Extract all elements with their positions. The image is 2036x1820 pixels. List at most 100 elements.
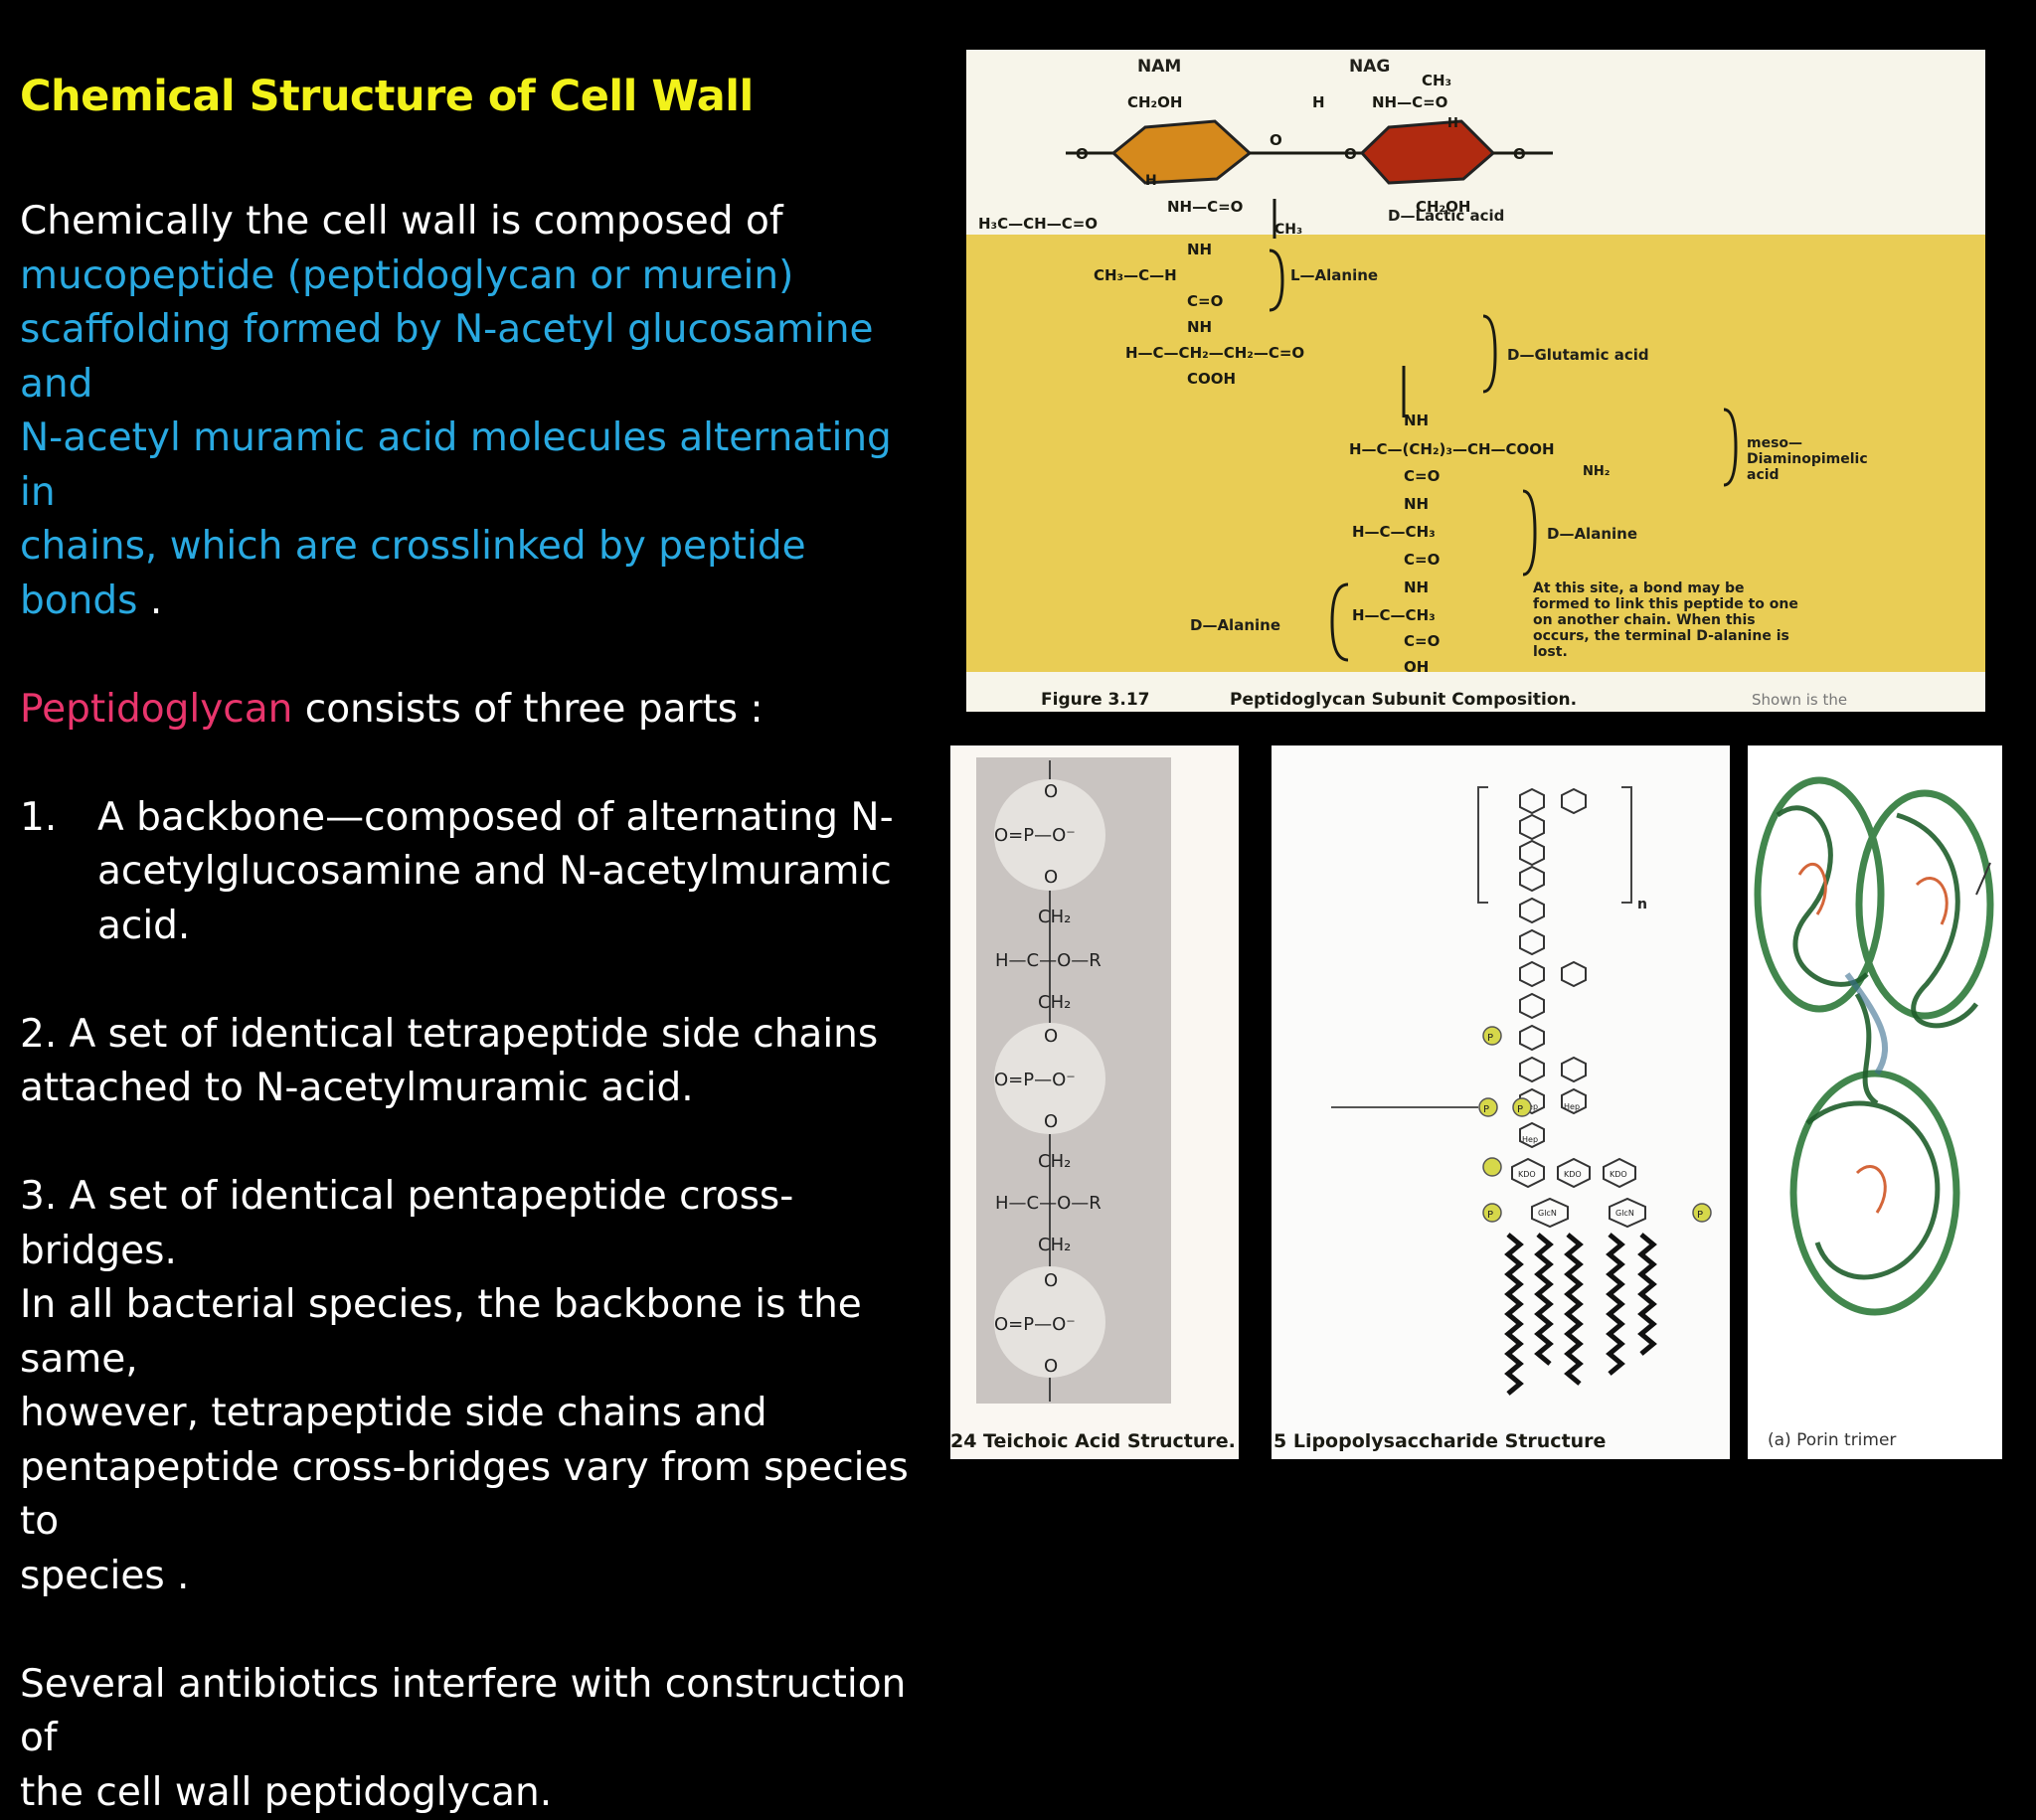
- note-line-5: lost.: [1533, 644, 1568, 660]
- list-item-1-number: 1.: [20, 791, 97, 954]
- teichoic-o-2: O: [1044, 867, 1058, 888]
- note-line-2: formed to link this peptide to one: [1533, 596, 1798, 612]
- teichoic-o-6: O: [1044, 1356, 1058, 1377]
- backbone-o-left: O: [1076, 145, 1089, 163]
- d-alanine-left-label: D—Alanine: [1190, 616, 1280, 634]
- note-line-1: At this site, a bond may be: [1533, 580, 1745, 596]
- glcn-1: GlcN: [1538, 1209, 1557, 1218]
- phosphate-1: O=P—O⁻: [994, 825, 1076, 846]
- nam-ch2oh: CH₂OH: [1127, 93, 1182, 111]
- co-2: C=O: [1404, 467, 1440, 485]
- co-1: C=O: [1187, 292, 1223, 310]
- para2-rest: consists of three parts :: [292, 687, 763, 732]
- item1-line-3: acid.: [97, 900, 894, 954]
- item2-line-2: attached to N-acetylmuramic acid.: [20, 1062, 934, 1116]
- list-item-1: 1. A backbone—composed of alternating N-…: [20, 791, 934, 954]
- dap-nh2: NH₂: [1583, 464, 1610, 479]
- teichoic-o-1: O: [1044, 781, 1058, 802]
- lps-caption: 5 Lipopolysaccharide Structure: [1273, 1430, 1606, 1452]
- d-glutamic-label: D—Glutamic acid: [1507, 346, 1649, 364]
- nag-ch3: CH₃: [1422, 72, 1451, 89]
- slide-body: Chemically the cell wall is composed of …: [20, 195, 934, 1820]
- teichoic-hcor-2: H—C—O—R: [995, 1193, 1102, 1214]
- item3-line-5: species .: [20, 1550, 934, 1604]
- dala-row-1: H—C—CH₃: [1352, 523, 1436, 541]
- teichoic-o-5: O: [1044, 1270, 1058, 1291]
- lps-phosphate-2: P: [1483, 1104, 1489, 1115]
- teichoic-o-4: O: [1044, 1111, 1058, 1132]
- l-alanine-label: L—Alanine: [1290, 266, 1378, 284]
- note-line-4: occurs, the terminal D-alanine is: [1533, 628, 1789, 644]
- lps-phosphate-4: P: [1487, 1210, 1493, 1221]
- dap-acid-label: acid: [1747, 467, 1780, 483]
- item3-line-4: pentapeptide cross-bridges vary from spe…: [20, 1441, 934, 1550]
- closing-line-2: the cell wall peptidoglycan.: [20, 1766, 934, 1820]
- para1-line-4: chains, which are crosslinked by peptide…: [20, 520, 934, 628]
- dala-row-2: H—C—CH₃: [1352, 606, 1436, 624]
- nag-h: H: [1312, 93, 1325, 111]
- glcn-2: GlcN: [1615, 1209, 1634, 1218]
- teichoic-diagram: O O=P—O⁻ O CH₂ H—C—O—R CH₂ O O=P—O⁻ O CH…: [950, 745, 1239, 1459]
- nh-4: NH: [1404, 495, 1429, 513]
- fig317-caption: Peptidoglycan Subunit Composition.: [1230, 690, 1577, 710]
- nh-5: NH: [1404, 579, 1429, 596]
- porin-diagram: (a) Porin trimer: [1748, 745, 2002, 1459]
- para1-line-3: N-acetyl muramic acid molecules alternat…: [20, 412, 934, 520]
- cooh-1: COOH: [1187, 370, 1236, 388]
- glu-row: H—C—CH₂—CH₂—C=O: [1125, 344, 1304, 362]
- lactyl-row: H₃C—CH—C=O: [978, 215, 1098, 233]
- dap-row: H—C—(CH₂)₃—CH—COOH: [1349, 440, 1555, 458]
- nam-h-left: H: [1145, 173, 1157, 189]
- lps-diagram: n P Hep Hep Hep P P: [1272, 745, 1730, 1459]
- para2: Peptidoglycan consists of three parts :: [20, 683, 934, 738]
- peptidoglycan-highlight: Peptidoglycan: [20, 687, 292, 732]
- phosphate-2: O=P—O⁻: [994, 1070, 1076, 1090]
- nag-h-right: H: [1447, 116, 1458, 131]
- note-line-3: on another chain. When this: [1533, 612, 1756, 628]
- kdo-1: KDO: [1518, 1170, 1536, 1179]
- item2-line-1: 2. A set of identical tetrapeptide side …: [20, 1008, 934, 1063]
- nam-ring: [1113, 121, 1250, 183]
- backbone-o-right: O: [1344, 145, 1357, 163]
- item3-line-3: however, tetrapeptide side chains and: [20, 1387, 934, 1441]
- nh-2: NH: [1187, 318, 1212, 336]
- closing-line-1: Several antibiotics interfere with const…: [20, 1658, 934, 1766]
- fig317-caption-tail: Shown is the: [1752, 691, 1847, 709]
- kdo-2: KDO: [1564, 1170, 1582, 1179]
- nag-ring: [1362, 121, 1493, 183]
- lps-phosphate-5: P: [1697, 1210, 1703, 1221]
- repeat-n: n: [1637, 897, 1647, 912]
- nh-3: NH: [1404, 412, 1429, 429]
- teichoic-acid-figure: O O=P—O⁻ O CH₂ H—C—O—R CH₂ O O=P—O⁻ O CH…: [950, 745, 1239, 1459]
- item3-line-1: 3. A set of identical pentapeptide cross…: [20, 1170, 934, 1278]
- hep-2: Hep: [1564, 1102, 1580, 1111]
- porin-figure: (a) Porin trimer: [1748, 745, 2002, 1459]
- kdo-3: KDO: [1610, 1170, 1627, 1179]
- lps-phosphate-1: P: [1487, 1033, 1493, 1044]
- teichoic-ch2-1: CH₂: [1038, 907, 1071, 927]
- peptidoglycan-figure: NAM NAG CH₃ CH₂OH H NH—C=O O O O O H H N…: [966, 50, 1985, 712]
- lps-phosphate-3: P: [1517, 1104, 1523, 1115]
- teichoic-ch2-2: CH₂: [1038, 992, 1071, 1013]
- fig317-number: Figure 3.17: [1041, 690, 1150, 710]
- nh-1: NH: [1187, 241, 1212, 258]
- glycosidic-o: O: [1270, 131, 1282, 149]
- ala-row: CH₃—C—H: [1094, 266, 1177, 284]
- slide-title: Chemical Structure of Cell Wall: [20, 72, 754, 121]
- teichoic-hcor-1: H—C—O—R: [995, 950, 1102, 971]
- co-4: C=O: [1404, 632, 1440, 650]
- item3-line-2: In all bacterial species, the backbone i…: [20, 1278, 934, 1387]
- para1-line-2: scaffolding formed by N-acetyl glucosami…: [20, 303, 934, 412]
- d-lactic-label: D—Lactic acid: [1388, 207, 1504, 225]
- teichoic-ch2-3: CH₂: [1038, 1151, 1071, 1172]
- d-alanine-label: D—Alanine: [1547, 525, 1637, 543]
- teichoic-caption: 24 Teichoic Acid Structure.: [950, 1430, 1236, 1452]
- teichoic-o-3: O: [1044, 1026, 1058, 1047]
- hep-3: Hep: [1522, 1135, 1538, 1144]
- acetyl-ch3: CH₃: [1274, 222, 1302, 238]
- para1-end: .: [137, 579, 162, 623]
- lps-figure: n P Hep Hep Hep P P: [1272, 745, 1730, 1459]
- teichoic-ch2-4: CH₂: [1038, 1235, 1071, 1255]
- dap-label: Diaminopimelic: [1747, 451, 1868, 467]
- para1-line-1: mucopeptide (peptidoglycan or murein): [20, 249, 934, 304]
